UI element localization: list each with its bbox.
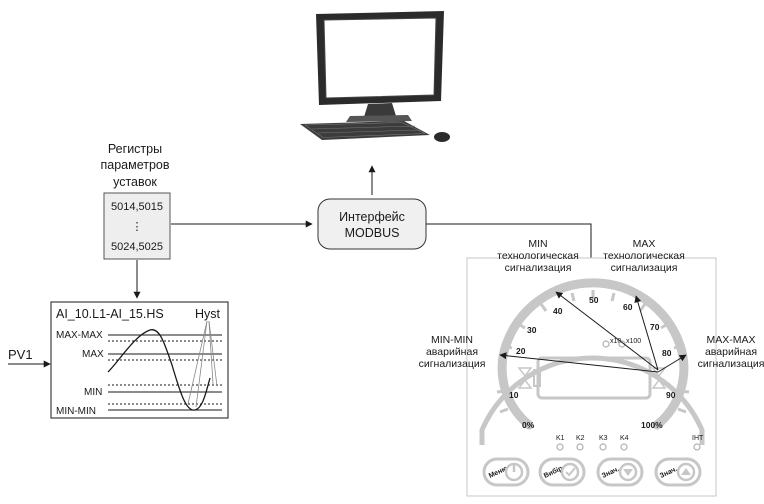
plot-box: [50, 301, 229, 419]
scale-40: 40: [553, 306, 563, 316]
scale-70: 70: [650, 322, 660, 332]
interface-line2: MODBUS: [345, 226, 400, 240]
scale-60: 60: [623, 302, 633, 312]
max-tech-line1: MAX: [633, 238, 656, 250]
computer-icon: [300, 11, 450, 142]
scale-20: 20: [516, 346, 526, 356]
min-tech-line3: сигнализация: [505, 262, 572, 274]
max-tech-line2: технологическая: [603, 250, 685, 262]
scale-50: 50: [589, 295, 599, 305]
registers-title-line1: Регистры: [108, 142, 162, 156]
indicator-down-left: [517, 378, 533, 389]
led-int: [693, 443, 701, 451]
led-k3-label: K3: [599, 435, 608, 442]
min-min-line3: сигнализация: [419, 358, 486, 370]
registers-title-line2: параметров: [100, 158, 169, 172]
gauge: 0% 10 20 30 40 50 60 70 80 90 100% x10 x…: [479, 278, 705, 445]
check-icon: [560, 462, 580, 482]
led-indicators: K1 K2 K3 K4 ІНТ: [556, 435, 704, 451]
registers-label: Регистры параметров уставок: [100, 142, 169, 189]
registers-box: [103, 192, 171, 260]
interface-box: [317, 198, 427, 250]
level-maxmax: MAX-MAX: [56, 330, 103, 341]
max-max-line3: сигнализация: [698, 358, 764, 370]
arrow-down-icon: [618, 462, 638, 482]
process-curve: [107, 329, 211, 411]
interface-line1: Интерфейс: [339, 210, 405, 224]
alarm-arrows: [499, 291, 687, 373]
alarm-labels: MIN технологическая сигнализация MAX тех…: [419, 238, 764, 370]
max-max-line2: аварийная: [705, 346, 757, 358]
register-last: 5024,5025: [111, 241, 163, 253]
digital-display: [536, 356, 652, 400]
led-k3: [599, 443, 607, 451]
level-lines: [108, 334, 222, 411]
hyst-pointers: [187, 320, 218, 408]
plot-hyst: Hyst: [195, 307, 221, 321]
max-tech-line3: сигнализация: [611, 262, 678, 274]
led-k1: [556, 443, 564, 451]
min-tech-line1: MIN: [528, 238, 547, 250]
register-dots: ⋮: [132, 221, 143, 233]
level-min: MIN: [84, 387, 102, 398]
min-min-line2: аварийная: [426, 346, 478, 358]
mult-x10: x10: [610, 338, 621, 345]
led-k2-label: K2: [576, 435, 585, 442]
power-icon: [504, 462, 524, 482]
led-k1-label: K1: [556, 435, 565, 442]
scale-10: 10: [509, 390, 519, 400]
arrow-max-max: [657, 354, 687, 373]
scale-0: 0%: [522, 420, 535, 430]
scale-100: 100%: [641, 420, 663, 430]
led-k4-label: K4: [620, 435, 629, 442]
register-first: 5014,5015: [111, 201, 163, 213]
scale-90: 90: [666, 390, 676, 400]
arrow-interface-to-device: [426, 223, 595, 269]
arrow-min-tech: [555, 291, 659, 371]
min-tech-line2: технологическая: [497, 250, 579, 262]
min-min-line1: MIN-MIN: [431, 334, 473, 346]
arrow-min-min: [499, 352, 659, 373]
led-k4: [620, 443, 628, 451]
arrow-up-icon: [676, 462, 696, 482]
max-max-line1: MAX-MAX: [706, 334, 755, 346]
indicator-up-left: [517, 367, 533, 378]
arrow-max-tech: [634, 295, 659, 371]
level-minmin: MIN-MIN: [56, 406, 96, 417]
plot-title: AI_10.L1-AI_15.HS: [56, 307, 164, 321]
led-int-label: ІНТ: [692, 435, 704, 442]
level-max: MAX: [82, 349, 104, 360]
registers-title-line3: уставок: [113, 175, 157, 189]
indicator-down-right: [651, 378, 667, 389]
scale-30: 30: [527, 325, 537, 335]
mult-x100: x100: [626, 338, 641, 345]
pv1-label: PV1: [8, 347, 33, 362]
scale-80: 80: [662, 348, 672, 358]
led-k2: [576, 443, 584, 451]
